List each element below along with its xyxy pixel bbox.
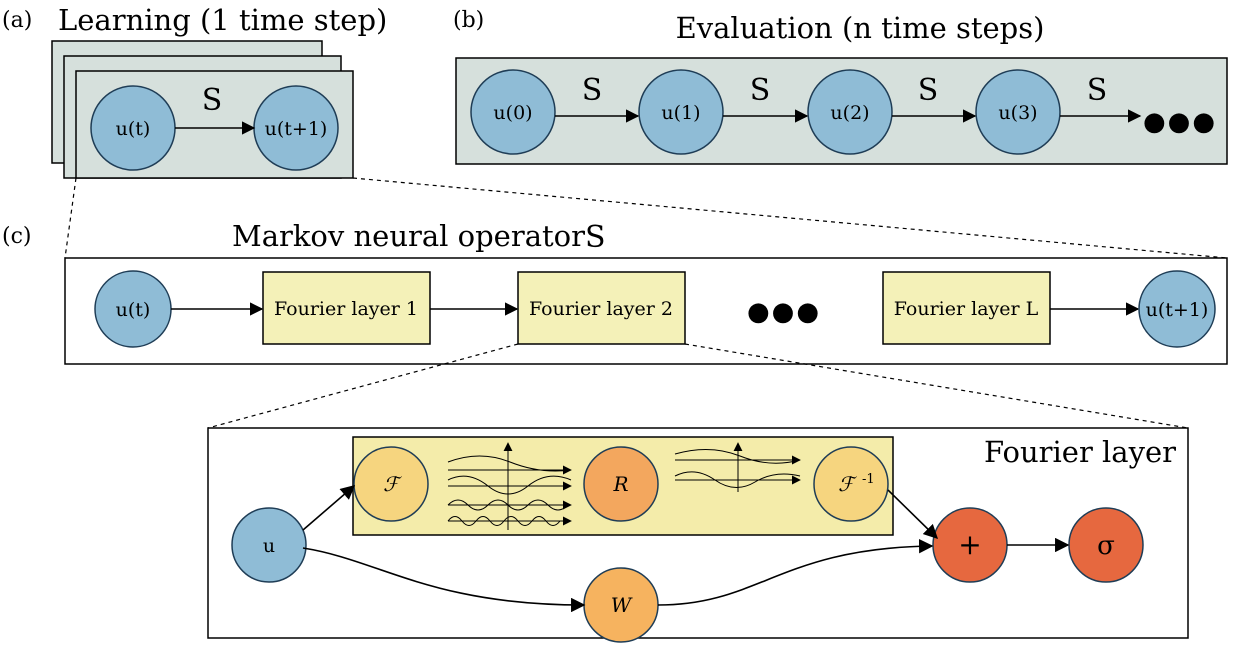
fourier-layer-title: Fourier layer (984, 435, 1176, 469)
panel-a-tag: (a) (2, 8, 32, 33)
eval-chain: u(0) u(1) u(2) u(3) S S S S ●●● (470, 69, 1217, 155)
spectral-wave-sketch-right (674, 442, 801, 492)
mno-output-node (1138, 270, 1216, 348)
arrow-u-to-fft (302, 485, 356, 531)
eval-op-3: S (1087, 73, 1108, 108)
panel-a-title: Learning (1 time step) (58, 3, 387, 37)
fourier-layer-arrows (302, 485, 1070, 613)
zoom-line-c-left (207, 343, 519, 429)
fourier-layer-1-label: Fourier layer 1 (274, 298, 418, 320)
eval-node-2-label: u(2) (830, 102, 869, 124)
spectral-weights-label: R (612, 472, 628, 496)
eval-op-2: S (918, 73, 939, 108)
eval-op-0: S (582, 73, 603, 108)
panel-c-title: Markov neural operator (232, 219, 585, 253)
fl-input-node (231, 507, 307, 583)
eval-node-0-label: u(0) (493, 102, 532, 124)
spectral-weights-node (583, 446, 659, 522)
fourier-layer-L-label: Fourier layer L (894, 298, 1039, 320)
sum-label: + (958, 528, 981, 561)
eval-node-1-label: u(1) (661, 102, 700, 124)
fourier-layer-L-box (882, 271, 1051, 345)
panel-b-title: Evaluation (n time steps) (676, 11, 1045, 45)
linear-transform-label: W (611, 593, 633, 617)
zoom-line-c-right (684, 343, 1189, 429)
mno-ellipsis: ●●● (747, 297, 821, 327)
fft-label: ℱ (383, 472, 402, 496)
node-u-t1-label: u(t+1) (265, 118, 328, 140)
panel-b-tag: (b) (453, 8, 484, 33)
node-u-t-label: u(t) (116, 118, 151, 140)
eval-op-1: S (750, 73, 771, 108)
spectral-wave-sketch-left (447, 442, 572, 530)
fourier-layer-2-label: Fourier layer 2 (529, 298, 673, 320)
fl-input-label: u (263, 535, 275, 557)
activation-label: σ (1097, 531, 1115, 561)
fourier-layer-2-box (517, 271, 686, 345)
panel-c-tag: (c) (2, 224, 32, 249)
zoom-line-a-right (352, 177, 1228, 259)
mno-input-label: u(t) (116, 299, 151, 321)
fft-node (353, 446, 429, 522)
fourier-layer-1-box (262, 271, 431, 345)
eval-ellipsis: ●●● (1143, 107, 1217, 137)
arrow-ifft-to-sum (887, 489, 939, 540)
ifft-label: ℱ (838, 472, 857, 496)
ifft-superscript: -1 (862, 472, 875, 487)
mno-output-label: u(t+1) (1146, 299, 1209, 321)
arrow-w-to-sum (657, 538, 934, 606)
panel-c-operator: S (585, 220, 606, 255)
eval-node-0 (470, 69, 556, 155)
zoom-line-a-left (64, 177, 77, 259)
operator-s-a: S (202, 83, 223, 118)
eval-node-3-label: u(3) (998, 102, 1037, 124)
ifft-node (813, 446, 889, 522)
arrow-u-to-w (302, 547, 586, 613)
